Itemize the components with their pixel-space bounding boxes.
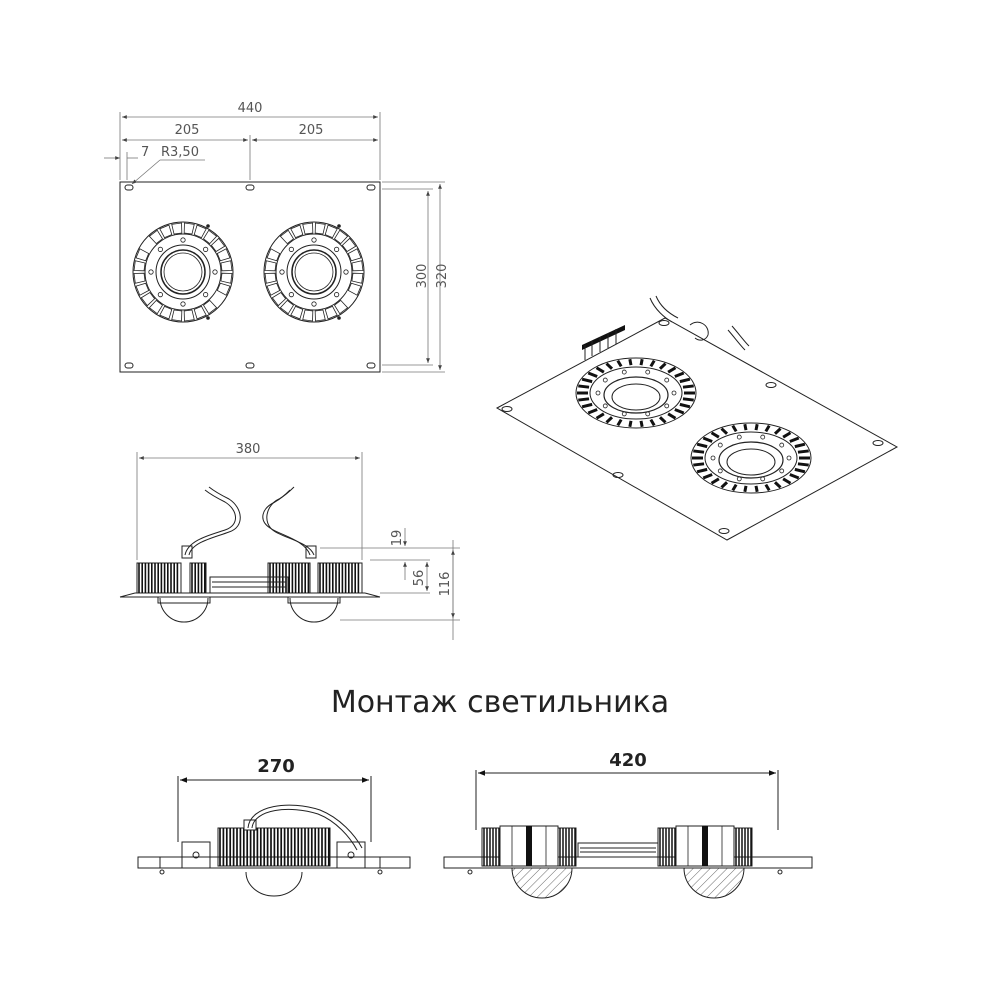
dim-19: 19 (390, 530, 405, 547)
dim-205-left: 205 (175, 123, 200, 138)
iso-plate (495, 317, 899, 541)
mount-view-right: 420 (443, 750, 813, 899)
lamp-ring-left (132, 221, 234, 323)
dim-radius: R3,50 (161, 145, 199, 160)
dim-7: 7 (141, 145, 149, 160)
isometric-view (495, 295, 899, 541)
iso-lamp-right (690, 422, 812, 494)
side-heatsinks (136, 562, 363, 594)
dim-300: 300 (415, 264, 430, 289)
side-view: 380 19 56 116 (119, 442, 460, 640)
dim-116: 116 (438, 572, 453, 597)
iso-heatsink-back (582, 325, 625, 360)
side-dome-left (159, 597, 209, 623)
mount-right-dome-left (511, 867, 573, 899)
iso-wires (649, 295, 750, 351)
dim-270: 270 (257, 756, 295, 777)
dim-440: 440 (238, 101, 263, 116)
mount-left-dome (245, 871, 303, 897)
mounting-plate (119, 181, 381, 373)
side-cables (181, 486, 317, 559)
mount-left-heatsink (217, 819, 331, 867)
mount-right-dome-right (683, 867, 745, 899)
mount-right-heatsinks (481, 825, 753, 867)
dim-205-right: 205 (299, 123, 324, 138)
lamp-ring-right (263, 221, 365, 323)
top-view: 440 205 205 7 R3,50 300 320 (104, 101, 450, 373)
dim-420: 420 (609, 750, 647, 771)
dim-380: 380 (236, 442, 261, 457)
mount-view-left: 270 (137, 756, 411, 897)
mount-right-driver (577, 842, 659, 858)
dim-320: 320 (435, 264, 450, 289)
side-driver (209, 576, 289, 594)
iso-holes (501, 320, 884, 534)
dim-56: 56 (412, 570, 427, 587)
iso-lamp-left (575, 357, 697, 429)
mounting-slots (124, 184, 376, 369)
bracket-right (336, 841, 366, 869)
section-title: Монтаж светильника (331, 685, 669, 720)
side-dome-right (289, 597, 339, 623)
bracket-left (181, 841, 211, 869)
